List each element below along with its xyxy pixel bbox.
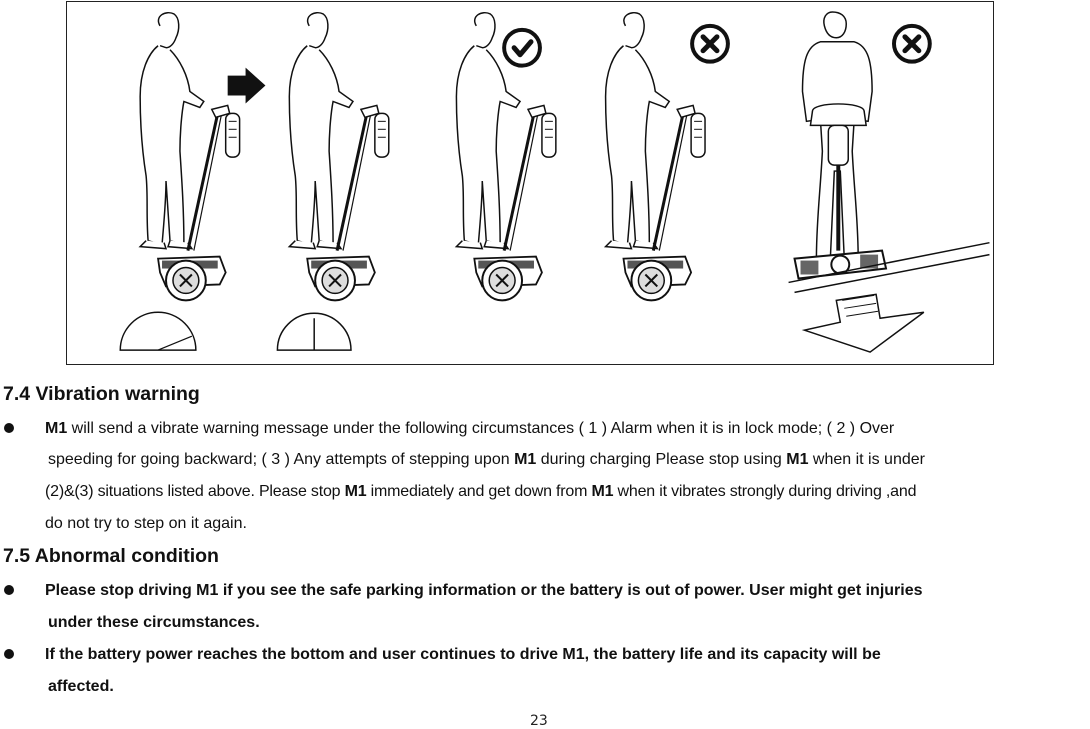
text-run: (2)&(3) situations listed above. Please … [45, 483, 345, 500]
paragraph-line: under these circumstances. [48, 615, 260, 631]
bullet-dot [4, 423, 14, 433]
text-run: do not try to step on it again. [45, 515, 247, 532]
section-heading-abnormal-condition: 7.5 Abnormal condition [3, 545, 219, 567]
paragraph-line: Please stop driving M1 if you see the sa… [45, 583, 923, 599]
text-run: M1 [591, 483, 614, 500]
paragraph-line: affected. [48, 679, 114, 695]
arrow-right-icon [227, 67, 266, 104]
text-run: M1 [344, 483, 367, 500]
cross-circle-icon [692, 26, 728, 62]
paragraph-line: speeding for going backward; ( 3 ) Any a… [48, 452, 925, 468]
paragraph-line: If the battery power reaches the bottom … [45, 647, 881, 663]
text-run: immediately and get down from [366, 483, 592, 500]
bullet-dot [4, 649, 14, 659]
text-run: M1 [786, 451, 809, 468]
slope-arrow-down [801, 293, 925, 353]
text-run: Please stop driving M1 if you see the sa… [45, 582, 923, 599]
cross-circle-icon [894, 26, 930, 62]
paragraph-line: do not try to step on it again. [45, 516, 247, 532]
text-run: will send a vibrate warning message unde… [67, 420, 895, 437]
page-number: 23 [530, 713, 548, 729]
text-run: If the battery power reaches the bottom … [45, 646, 881, 663]
paragraph-line: M1 will send a vibrate warning message u… [45, 421, 894, 437]
rider-frame-5-front [788, 11, 990, 353]
text-run: during charging Please stop using [536, 451, 787, 468]
rider-frame-1 [119, 11, 242, 351]
text-run: speeding for going backward; ( 3 ) Any a… [48, 451, 515, 468]
illustration-figure [66, 1, 994, 365]
check-circle-icon [502, 27, 542, 68]
rider-frame-2 [276, 11, 391, 351]
text-run: when it vibrates strongly during driving… [613, 483, 917, 500]
section-heading-vibration-warning: 7.4 Vibration warning [3, 383, 200, 405]
illustration-svg [119, 11, 990, 353]
text-run: M1 [514, 451, 537, 468]
text-run: under these circumstances. [48, 614, 260, 631]
paragraph-line: (2)&(3) situations listed above. Please … [45, 484, 916, 500]
rider-frame-4 [604, 11, 707, 302]
tilt-gauge-forward [119, 311, 197, 351]
text-run: affected. [48, 678, 114, 695]
text-run: M1 [45, 420, 68, 437]
bullet-dot [4, 585, 14, 595]
text-run: when it is under [808, 451, 925, 468]
